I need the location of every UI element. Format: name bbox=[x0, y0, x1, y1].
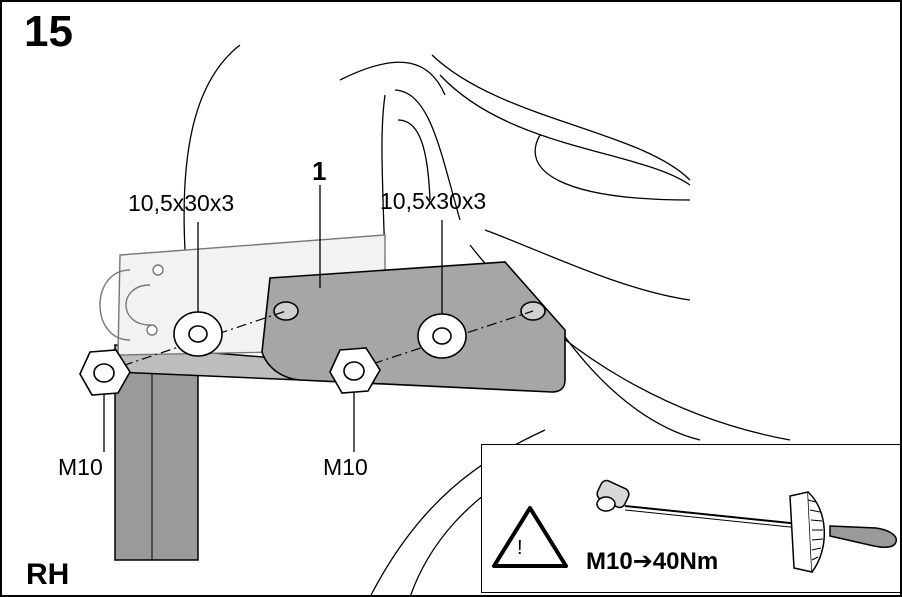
torque-spec: M10➔40Nm bbox=[586, 548, 719, 575]
nut-left-label: M10 bbox=[58, 454, 103, 480]
mounting-bracket bbox=[261, 261, 566, 393]
washer-left-label: 10,5x30x3 bbox=[128, 190, 235, 216]
nut-left-shape bbox=[79, 349, 131, 396]
part-callout: 1 bbox=[312, 156, 327, 186]
nut-right-shape bbox=[329, 347, 381, 394]
step-number: 15 bbox=[24, 7, 73, 56]
nut-right-label: M10 bbox=[323, 454, 368, 480]
leader-lines bbox=[103, 185, 443, 452]
washer-left-shape bbox=[173, 311, 223, 357]
washer-right-shape bbox=[417, 313, 467, 359]
side-label: RH bbox=[26, 558, 70, 591]
warning-glyph: ! bbox=[517, 537, 523, 559]
frame-post bbox=[114, 344, 301, 561]
washer-right-label: 10,5x30x3 bbox=[380, 188, 487, 214]
